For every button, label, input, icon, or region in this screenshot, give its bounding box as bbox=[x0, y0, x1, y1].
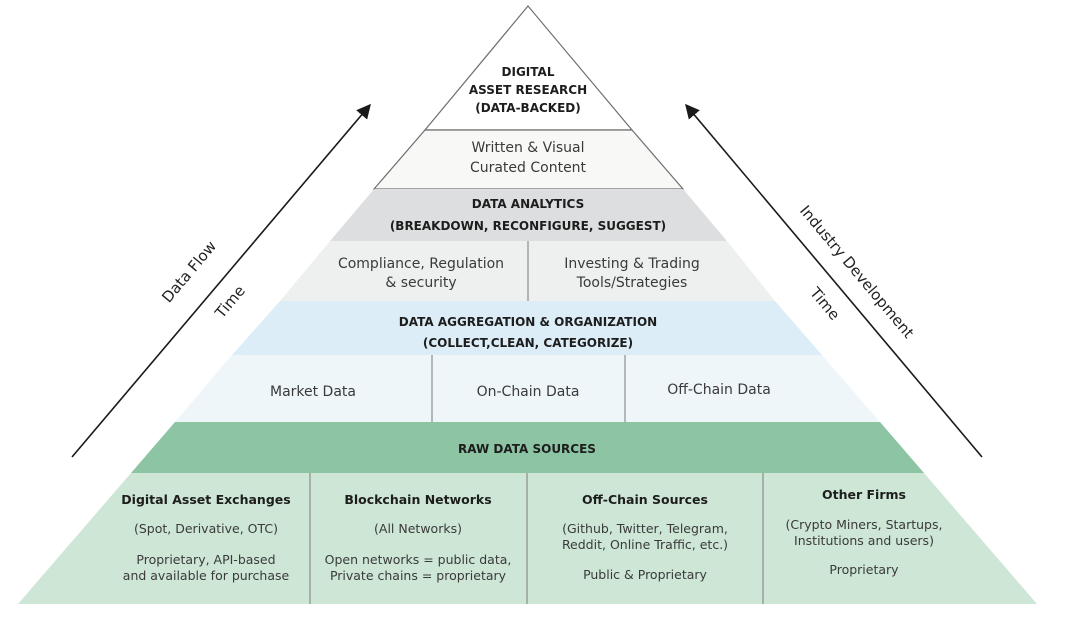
apex-label: DIGITAL ASSET RESEARCH (DATA-BACKED) bbox=[469, 65, 587, 115]
tier-aggregation-header bbox=[232, 301, 822, 355]
raw-cell-2-title: Blockchain Networks bbox=[344, 492, 491, 507]
aggregation-cell-market: Market Data bbox=[270, 384, 356, 400]
left-arrow bbox=[71, 103, 371, 458]
raw-cell-4-line-2: Institutions and users) bbox=[794, 533, 934, 548]
content-label: Written & Visual Curated Content bbox=[470, 140, 587, 176]
left-label-group: Data Flow bbox=[158, 237, 220, 306]
raw-cell-offchain: Off-Chain Sources (Github, Twitter, Tele… bbox=[562, 492, 728, 582]
aggregation-subtitle: (COLLECT,CLEAN, CATEGORIZE) bbox=[423, 336, 633, 350]
raw-cell-3-line-2: Reddit, Online Traffic, etc.) bbox=[562, 537, 728, 552]
aggregation-cells: Market Data On-Chain Data Off-Chain Data bbox=[270, 382, 771, 400]
raw-cell-4-line-1: (Crypto Miners, Startups, bbox=[786, 517, 943, 532]
right-sub-label-group: Time bbox=[805, 283, 843, 323]
content-line-2: Curated Content bbox=[470, 160, 587, 176]
aggregation-title: DATA AGGREGATION & ORGANIZATION bbox=[399, 315, 657, 329]
analytics-title: DATA ANALYTICS bbox=[472, 197, 584, 211]
right-main-label: Industry Development bbox=[796, 202, 917, 342]
raw-cell-1-line-1: (Spot, Derivative, OTC) bbox=[134, 521, 278, 536]
raw-cell-blockchain: Blockchain Networks (All Networks) Open … bbox=[325, 492, 512, 583]
analytics-subtitle: (BREAKDOWN, RECONFIGURE, SUGGEST) bbox=[390, 219, 666, 233]
content-line-1: Written & Visual bbox=[472, 140, 585, 156]
left-main-label: Data Flow bbox=[158, 237, 220, 306]
tier-raw-header bbox=[131, 422, 924, 473]
analytics-cells: Compliance, Regulation & security Invest… bbox=[338, 256, 700, 291]
raw-cell-3-line-4: Public & Proprietary bbox=[583, 567, 707, 582]
raw-cell-2-line-1: (All Networks) bbox=[374, 521, 462, 536]
right-sub-label: Time bbox=[805, 283, 843, 323]
analytics-cell-1-line-1: Compliance, Regulation bbox=[338, 256, 504, 272]
raw-cell-3-title: Off-Chain Sources bbox=[582, 492, 708, 507]
pyramid bbox=[18, 5, 1037, 604]
raw-cell-4-title: Other Firms bbox=[822, 487, 906, 502]
left-sub-label-group: Time bbox=[211, 282, 249, 322]
analytics-cell-1-line-2: & security bbox=[385, 275, 456, 291]
right-arrow bbox=[685, 103, 983, 458]
tier-aggregation-cells bbox=[175, 355, 880, 422]
raw-cell-1-line-3: Proprietary, API-based bbox=[136, 552, 275, 567]
analytics-header: DATA ANALYTICS (BREAKDOWN, RECONFIGURE, … bbox=[390, 197, 666, 233]
apex-line-2: ASSET RESEARCH bbox=[469, 83, 587, 97]
raw-cell-2-line-4: Private chains = proprietary bbox=[330, 568, 507, 583]
left-sub-label: Time bbox=[211, 282, 249, 322]
apex-line-1: DIGITAL bbox=[502, 65, 555, 79]
raw-cell-1-line-4: and available for purchase bbox=[123, 568, 290, 583]
tier-analytics-header bbox=[330, 189, 727, 241]
analytics-cell-2-line-1: Investing & Trading bbox=[564, 256, 700, 272]
aggregation-cell-onchain: On-Chain Data bbox=[477, 384, 580, 400]
raw-cell-1-title: Digital Asset Exchanges bbox=[121, 492, 290, 507]
raw-cell-exchanges: Digital Asset Exchanges (Spot, Derivativ… bbox=[121, 492, 290, 583]
raw-cell-2-line-3: Open networks = public data, bbox=[325, 552, 512, 567]
raw-cell-4-line-4: Proprietary bbox=[829, 562, 899, 577]
apex-line-3: (DATA-BACKED) bbox=[475, 101, 581, 115]
raw-cell-other-firms: Other Firms (Crypto Miners, Startups, In… bbox=[786, 487, 943, 577]
aggregation-header: DATA AGGREGATION & ORGANIZATION (COLLECT… bbox=[399, 315, 657, 350]
analytics-cell-2-line-2: Tools/Strategies bbox=[576, 275, 688, 291]
raw-title: RAW DATA SOURCES bbox=[458, 442, 596, 456]
raw-cell-3-line-1: (Github, Twitter, Telegram, bbox=[562, 521, 728, 536]
aggregation-cell-offchain: Off-Chain Data bbox=[667, 382, 771, 398]
right-label-group: Industry Development bbox=[796, 202, 917, 342]
